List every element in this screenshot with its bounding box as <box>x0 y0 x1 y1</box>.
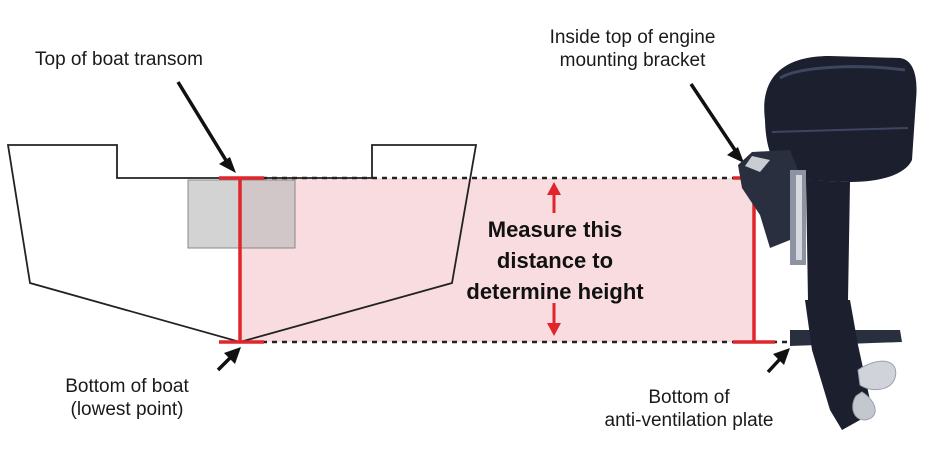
label-bracket-line2: mounting bracket <box>559 50 706 71</box>
double-arrow-icon <box>547 182 561 336</box>
arrow-pointer-icon <box>689 83 744 163</box>
label-top-of-boat-transom: Top of boat transom <box>35 48 203 71</box>
boat-hull <box>6 144 478 343</box>
label-top-transom-text: Top of boat transom <box>35 49 203 70</box>
label-inside-top-bracket: Inside top of engine mounting bracket <box>525 26 740 72</box>
outboard-engine-illustration <box>738 56 917 430</box>
measure-line1: Measure this <box>487 217 623 242</box>
label-bottom-boat-line2: (lowest point) <box>70 399 184 420</box>
boat-height-marker <box>219 176 264 344</box>
label-bracket-line1: Inside top of engine <box>549 27 716 48</box>
arrow-pointer-icon <box>216 347 241 372</box>
measurement-band <box>240 178 755 342</box>
label-measure-distance: Measure this distance to determine heigh… <box>430 214 680 307</box>
label-bottom-of-boat: Bottom of boat (lowest point) <box>52 375 202 421</box>
measure-line3: determine height <box>466 279 644 304</box>
label-bottom-anti-ventilation-plate: Bottom of anti-ventilation plate <box>588 386 790 432</box>
label-bottom-plate-line2: anti-ventilation plate <box>604 410 774 431</box>
label-bottom-plate-line1: Bottom of <box>648 387 730 408</box>
arrow-pointer-icon <box>176 81 236 173</box>
label-bottom-boat-line1: Bottom of boat <box>65 376 189 397</box>
measure-line2: distance to <box>496 248 614 273</box>
arrow-pointer-icon <box>766 348 790 374</box>
